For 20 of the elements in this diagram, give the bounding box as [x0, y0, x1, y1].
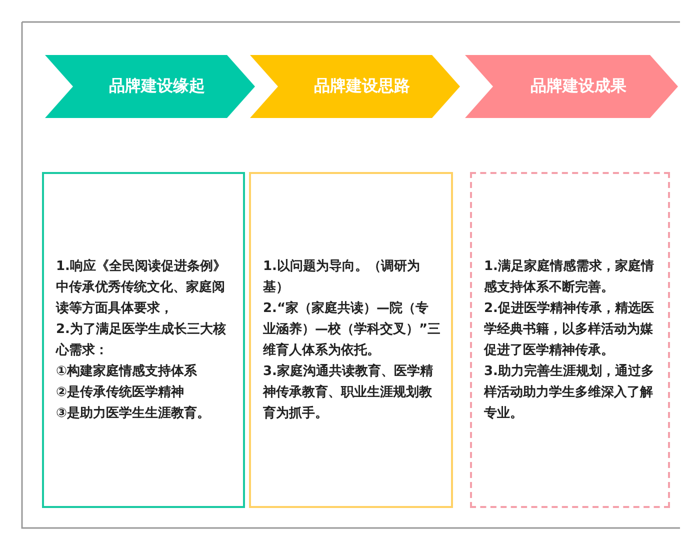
text-panel — [249, 172, 453, 508]
text-paragraph: 3.家庭沟通共读教育、医学精神传承教育、职业生涯规划教育为抓手。 — [263, 362, 434, 423]
chevron-shape — [45, 55, 255, 118]
step-title: 品牌建设思路 — [313, 75, 411, 97]
text-panel — [42, 172, 245, 508]
text-paragraph: 1.响应《全民阅读促进条例》中传承优秀传统文化、家庭阅读等方面具体要求， — [56, 258, 227, 318]
text-paragraph: 3.助力完善生涯规划，通过多样活动助力学生多维深入了解专业。 — [484, 362, 655, 423]
text-paragraph: 1.以问题为导向。（调研为基） — [263, 258, 421, 297]
text-panel — [470, 172, 670, 508]
text-paragraph: ①构建家庭情感支持体系 — [56, 362, 198, 381]
text-paragraph: ②是传承传统医学精神 — [56, 384, 186, 402]
step-title: 品牌建设缘起 — [108, 75, 206, 97]
text-paragraph: 2.“家（家庭共读）—院（专业涵养）—校（学科交叉）”三维育人体系为依托。 — [263, 300, 441, 360]
chevron-shape — [250, 55, 460, 118]
text-paragraph: 2.为了满足医学生成长三大核心需求： — [56, 321, 227, 360]
chevron-shape — [465, 55, 678, 118]
text-paragraph: ③是助力医学生生涯教育。 — [56, 404, 212, 423]
step-title: 品牌建设成果 — [530, 75, 628, 97]
text-paragraph: 2.促进医学精神传承，精选医学经典书籍，以多样活动为媒促进了医学精神传承。 — [484, 300, 655, 360]
text-paragraph: 1.满足家庭情感需求，家庭情感支持体系不断完善。 — [484, 258, 655, 297]
